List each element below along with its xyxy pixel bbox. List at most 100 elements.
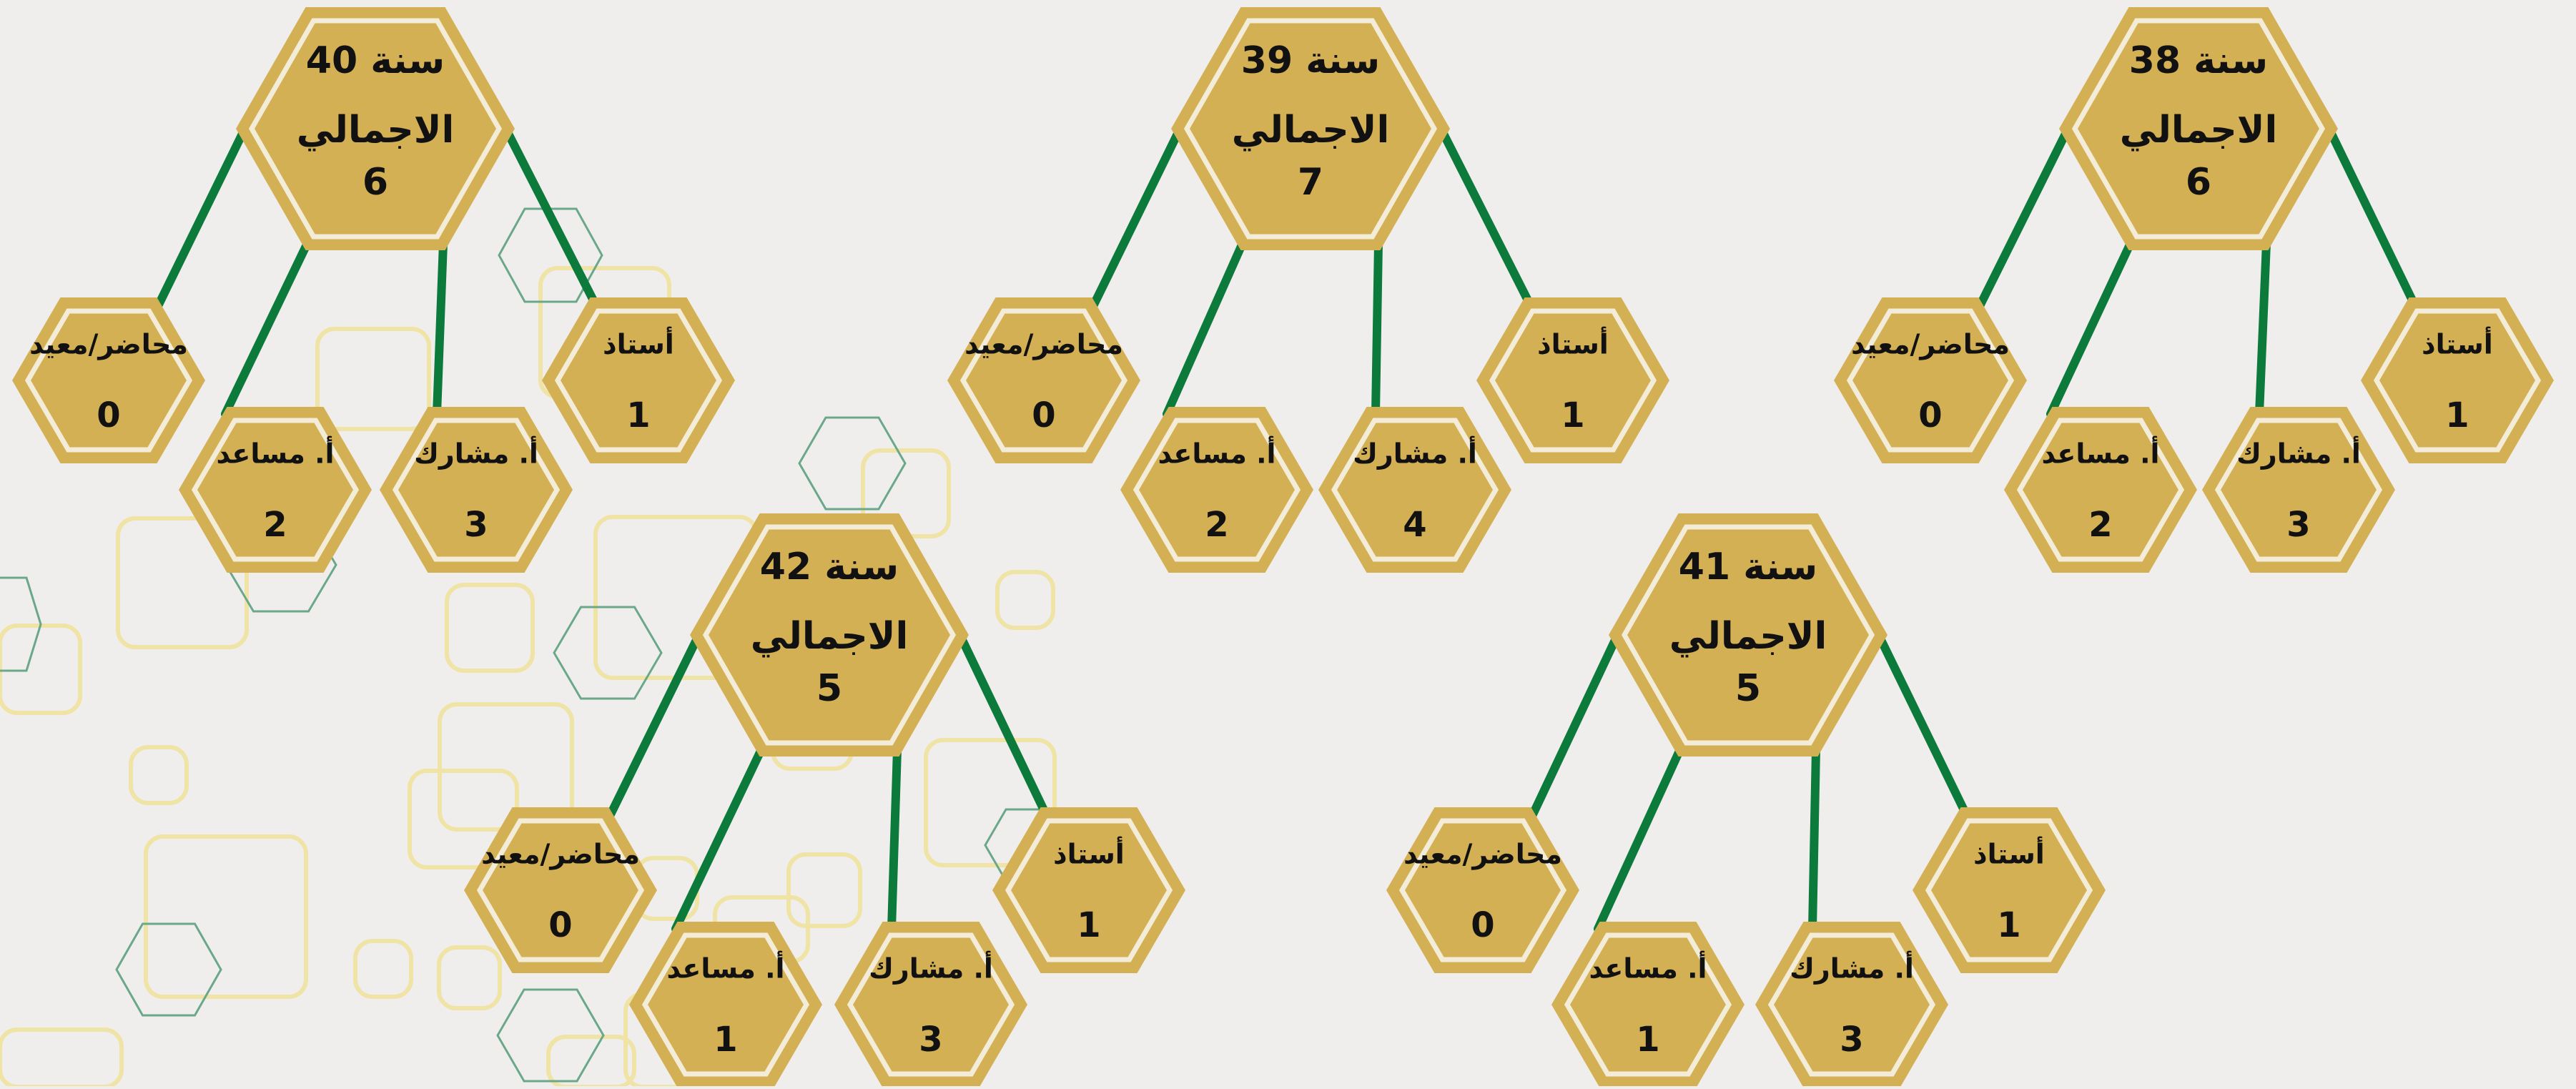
connector-line bbox=[957, 634, 1050, 819]
lecturer-node-hexagon bbox=[1834, 297, 2027, 463]
year-total-hexagon-inner-border bbox=[1183, 18, 1438, 240]
associate-professor-node-hexagon bbox=[1318, 407, 1511, 573]
lecturer-node-value: 0 bbox=[97, 395, 120, 435]
associate-professor-node-hexagon-inner-border bbox=[847, 932, 1015, 1077]
connector-line bbox=[154, 128, 247, 309]
connector-line bbox=[503, 128, 600, 309]
decorative-square bbox=[546, 1035, 636, 1089]
connector-line bbox=[1594, 745, 1684, 933]
decorative-hexagon bbox=[0, 576, 42, 672]
total-label: الاجمالي bbox=[1669, 615, 1827, 658]
professor-node-value: 1 bbox=[2445, 395, 2469, 435]
professor-node-hexagon bbox=[2361, 297, 2554, 463]
assistant-professor-node-value: 2 bbox=[1205, 505, 1228, 545]
assistant-professor-node-label: أ. مساعد bbox=[1158, 436, 1275, 470]
assistant-professor-node-value: 2 bbox=[2088, 505, 2112, 545]
total-value: 6 bbox=[2186, 161, 2211, 204]
professor-node-label: أستاذ bbox=[1973, 837, 2045, 870]
decorative-square bbox=[786, 852, 862, 928]
year-total-hexagon bbox=[2059, 7, 2338, 250]
assistant-professor-node-hexagon bbox=[2004, 407, 2197, 573]
assistant-professor-node-value: 1 bbox=[1636, 1020, 1659, 1060]
assistant-professor-node-hexagon bbox=[629, 922, 822, 1088]
year-total-hexagon-inner-border bbox=[1621, 524, 1875, 746]
lecturer-node-label: محاضر/معيد bbox=[29, 329, 188, 360]
professor-node-hexagon bbox=[1913, 807, 2106, 973]
associate-professor-node-value: 3 bbox=[919, 1020, 942, 1060]
decorative-square bbox=[0, 624, 82, 715]
year-total-hexagon bbox=[1171, 7, 1450, 250]
associate-professor-node-value: 4 bbox=[1403, 505, 1426, 545]
assistant-professor-node-hexagon bbox=[1120, 407, 1313, 573]
lecturer-node-hexagon-inner-border bbox=[959, 308, 1128, 453]
year-title: سنة 40 bbox=[306, 39, 445, 82]
professor-node-value: 1 bbox=[1077, 905, 1100, 945]
decorative-square bbox=[995, 570, 1055, 630]
connector-line bbox=[1163, 239, 1247, 418]
lecturer-node-label: محاضر/معيد bbox=[1403, 839, 1562, 870]
connector-line bbox=[887, 745, 902, 933]
assistant-professor-node-value: 2 bbox=[263, 505, 287, 545]
year-total-hexagon-inner-border bbox=[2071, 18, 2326, 240]
professor-node-hexagon-inner-border bbox=[2373, 308, 2542, 453]
associate-professor-node-hexagon-inner-border bbox=[392, 418, 561, 562]
decorative-square bbox=[924, 738, 1057, 867]
professor-node-value: 1 bbox=[1561, 395, 1584, 435]
connector-line bbox=[221, 239, 312, 418]
lecturer-node-hexagon bbox=[464, 807, 657, 973]
connector-line bbox=[1808, 745, 1820, 933]
assistant-professor-node-label: أ. مساعد bbox=[1589, 951, 1707, 985]
assistant-professor-node-hexagon-inner-border bbox=[641, 932, 810, 1077]
assistant-professor-node: أ. مساعد 2 bbox=[179, 407, 372, 573]
connector-line bbox=[1529, 634, 1620, 819]
assistant-professor-node-label: أ. مساعد bbox=[216, 436, 334, 470]
professor-node-value: 1 bbox=[626, 395, 650, 435]
decorative-square bbox=[129, 745, 189, 805]
lecturer-node-value: 0 bbox=[1032, 395, 1055, 435]
assistant-professor-node-hexagon-inner-border bbox=[1564, 932, 1732, 1077]
associate-professor-node-hexagon-inner-border bbox=[2214, 418, 2383, 562]
lecturer-node-hexagon-inner-border bbox=[1398, 818, 1567, 962]
professor-node-hexagon-inner-border bbox=[554, 308, 723, 453]
connector-line bbox=[433, 239, 448, 418]
decorative-hexagon bbox=[498, 207, 603, 303]
decorative-square bbox=[445, 583, 535, 673]
total-label: الاجمالي bbox=[751, 615, 909, 658]
year-total-hexagon bbox=[690, 513, 969, 757]
assistant-professor-node: أ. مساعد 1 bbox=[1551, 922, 1745, 1088]
professor-node-hexagon-inner-border bbox=[1489, 308, 1657, 453]
lecturer-node-label: محاضر/معيد bbox=[481, 839, 640, 870]
lecturer-node-hexagon bbox=[947, 297, 1140, 463]
associate-professor-node-hexagon bbox=[1755, 922, 1948, 1088]
professor-node-hexagon-inner-border bbox=[1005, 818, 1173, 962]
associate-professor-node-label: أ. مشارك bbox=[2236, 436, 2361, 470]
total-value: 5 bbox=[1735, 667, 1761, 710]
connector-line bbox=[1371, 239, 1383, 418]
lecturer-node-label: محاضر/معيد bbox=[1851, 329, 2010, 360]
professor-node-label: أستاذ bbox=[1537, 327, 1609, 360]
decorative-square bbox=[116, 516, 249, 649]
decorative-hexagon bbox=[553, 606, 663, 700]
connector-line bbox=[2046, 239, 2135, 418]
lecturer-node: محاضر/معيد 0 bbox=[12, 297, 205, 463]
year-total-hexagon bbox=[236, 7, 515, 250]
lecturer-node-hexagon bbox=[12, 297, 205, 463]
total-label: الاجمالي bbox=[297, 109, 455, 152]
assistant-professor-node-value: 1 bbox=[714, 1020, 737, 1060]
